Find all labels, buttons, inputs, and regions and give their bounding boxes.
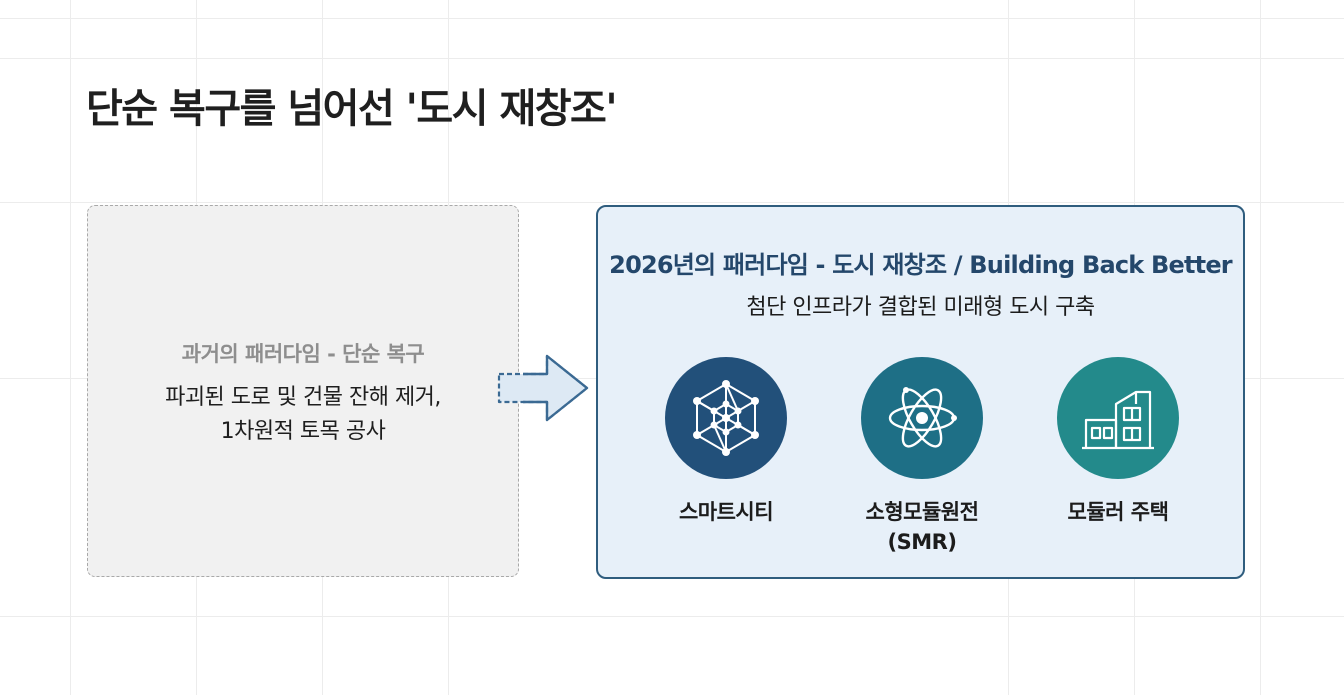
feature-smart-city: 스마트시티 (641, 357, 811, 527)
feature-icon-circle (861, 357, 983, 479)
feature-icon-circle (1057, 357, 1179, 479)
feature-label: 스마트시티 (678, 500, 774, 524)
feature-label: 모듈러 주택 (1067, 500, 1169, 524)
past-paradigm-heading: 과거의 패러다임 - 단순 복구 (181, 342, 425, 366)
past-paradigm-description: 파괴된 도로 및 건물 잔해 제거, 1차원적 토목 공사 (88, 381, 518, 449)
feature-label: 소형모듈원전 (SMR) (865, 500, 979, 554)
feature-smr: 소형모듈원전 (SMR) (837, 357, 1007, 557)
past-paradigm-box: 과거의 패러다임 - 단순 복구 파괴된 도로 및 건물 잔해 제거, 1차원적… (87, 205, 519, 577)
network-icon (693, 380, 759, 456)
page-title: 단순 복구를 넘어선 '도시 재창조' (86, 86, 618, 132)
past-description-line: 1차원적 토목 공사 (220, 419, 386, 444)
modular-house-icon (1082, 390, 1154, 450)
feature-icon-circle (665, 357, 787, 479)
feature-modular-housing: 모듈러 주택 (1033, 357, 1203, 527)
atom-icon (888, 387, 957, 448)
new-paradigm-heading: 2026년의 패러다임 - 도시 재창조 / Building Back Bet… (609, 251, 1232, 279)
right-arrow-icon (497, 354, 589, 422)
past-description-line: 파괴된 도로 및 건물 잔해 제거, (165, 385, 441, 410)
new-paradigm-box: 2026년의 패러다임 - 도시 재창조 / Building Back Bet… (596, 205, 1245, 579)
new-paradigm-subheading: 첨단 인프라가 결합된 미래형 도시 구축 (746, 295, 1095, 320)
